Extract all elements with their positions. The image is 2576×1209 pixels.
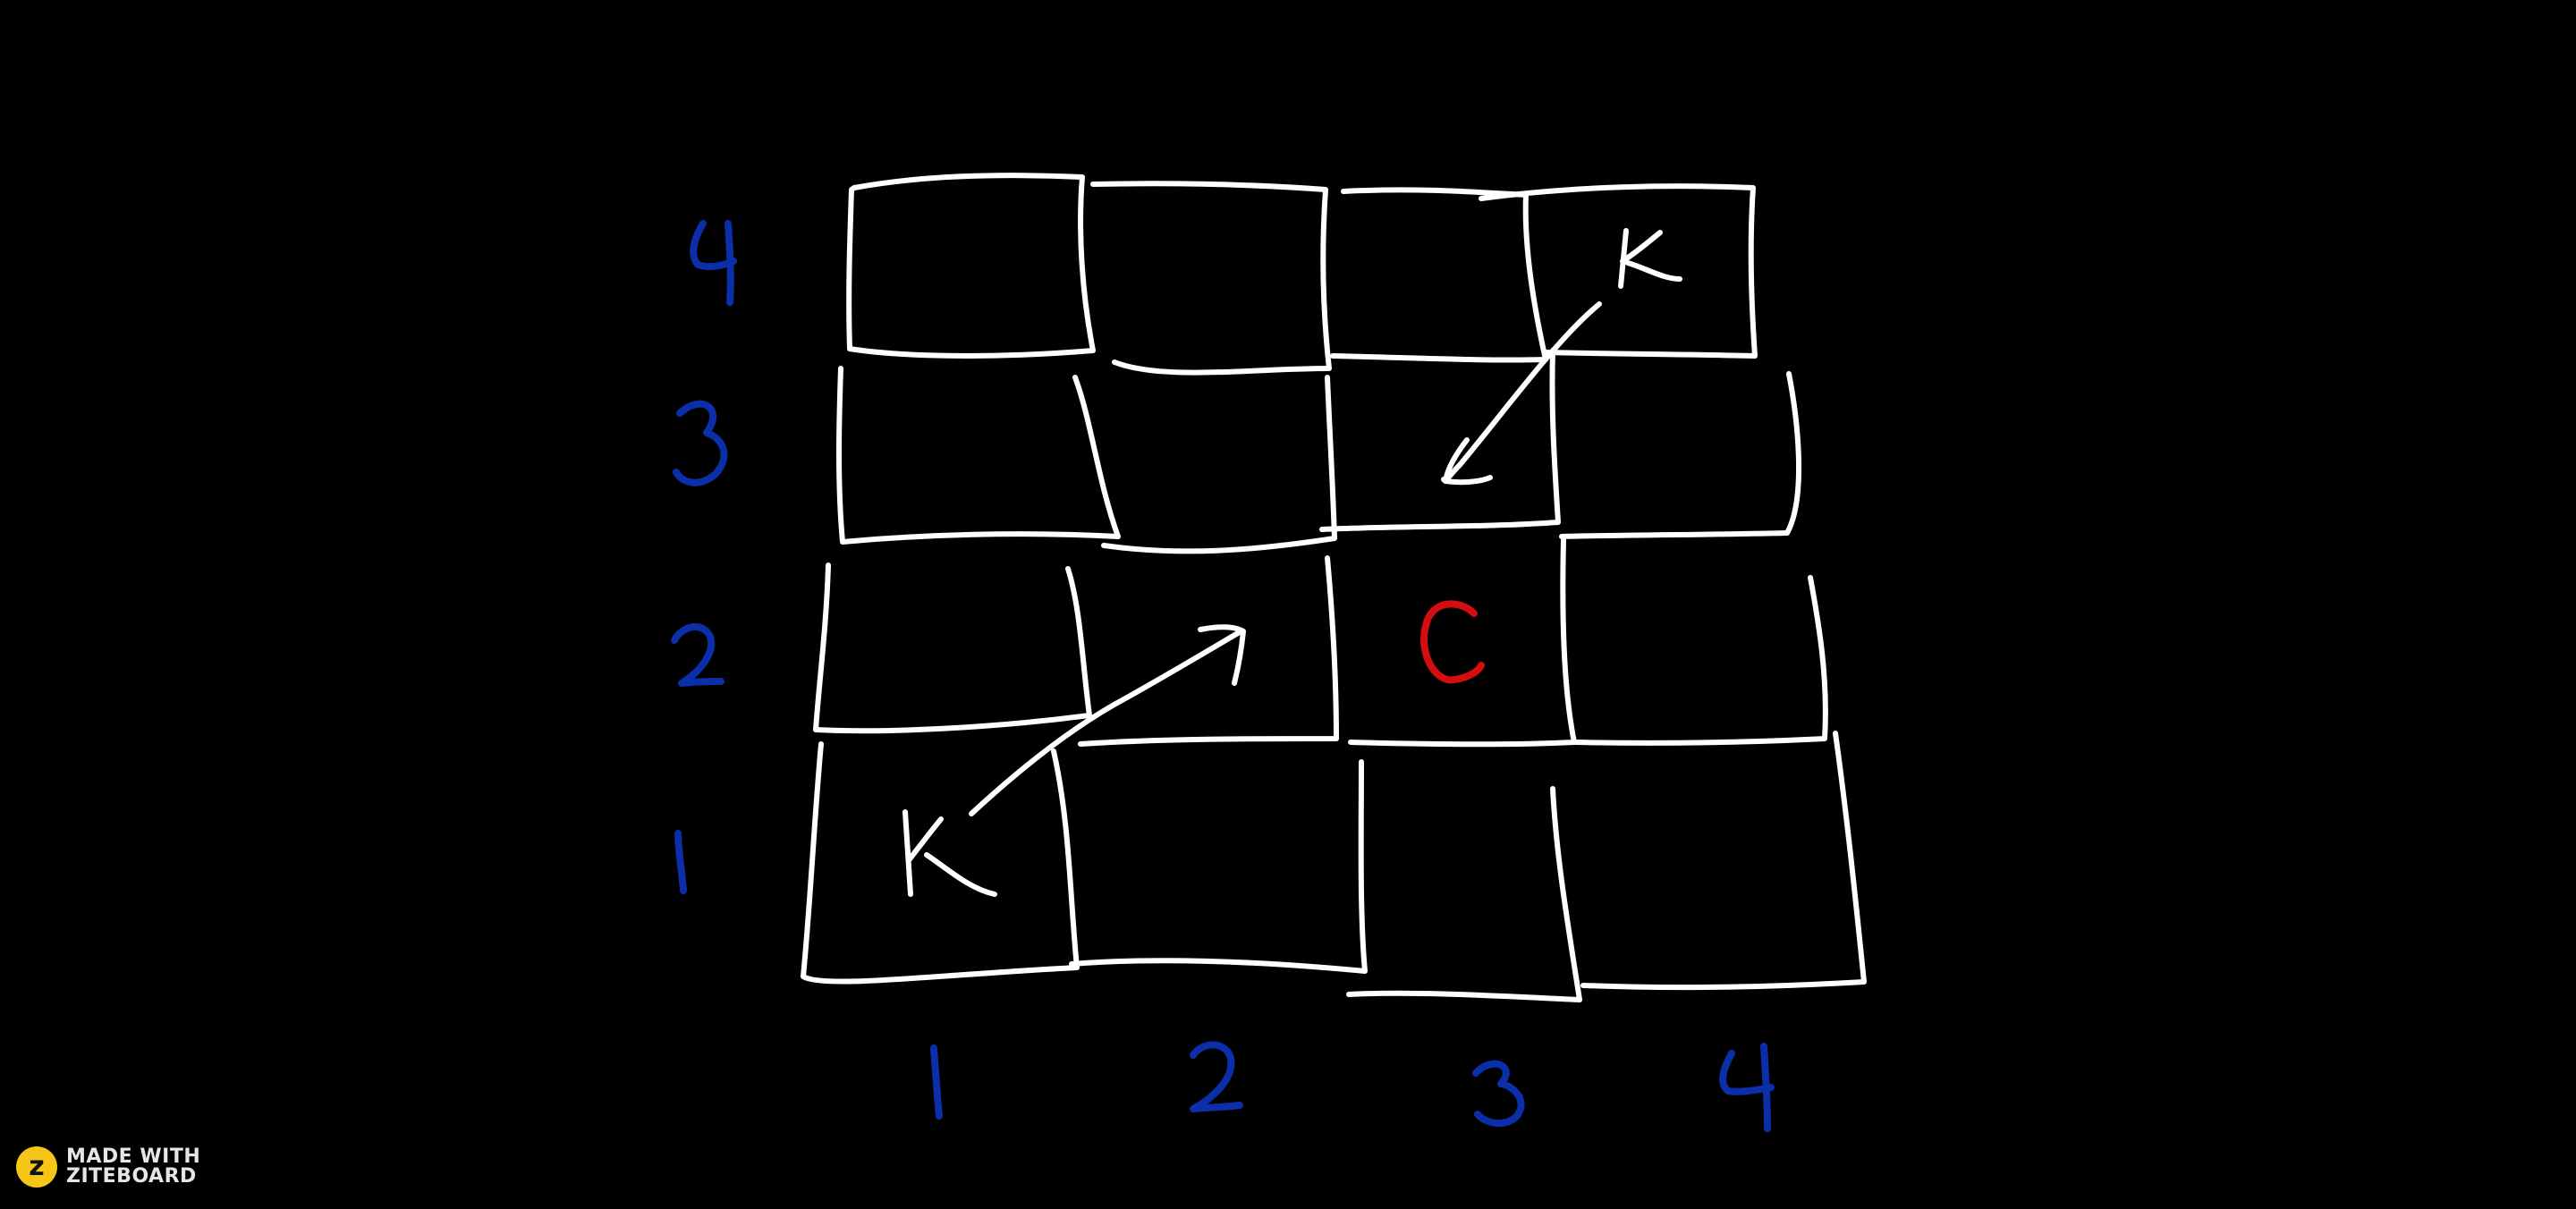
row-label-2 [671,623,724,687]
pieces [902,228,1682,897]
square-1-3 [836,366,1121,545]
ziteboard-logo: z [16,1146,57,1188]
arrow-head-2-2 [1198,624,1246,686]
king-piece-1-1 [902,809,997,897]
square-3-3 [1319,348,1561,532]
arrow-head-3-3 [1443,437,1493,486]
arrow-k-4-4-to-3-3 [1441,301,1602,483]
row-labels [671,220,737,894]
col-label-4 [1719,1043,1775,1132]
column-labels [930,1041,1775,1132]
row-label-4 [690,220,737,306]
square-4-1 [1580,731,1867,991]
arrow-k-1-1-to-2-2 [969,630,1241,816]
brand-line-1: MADE WITH [66,1146,201,1168]
arrows [969,301,1602,816]
row-label-1 [674,830,687,894]
brand-line-2: ZITEBOARD [66,1165,197,1188]
brand-text: MADE WITH ZITEBOARD [66,1147,200,1187]
c-piece-3-2 [1420,600,1485,684]
square-2-4 [1090,181,1332,376]
square-4-4 [1479,183,1758,359]
row-label-3 [673,400,728,486]
square-2-1 [1069,759,1368,974]
square-1-2 [813,562,1092,734]
square-2-3 [1101,375,1337,554]
square-2-2 [1078,555,1339,747]
square-3-4 [1330,187,1548,363]
square-1-4 [846,173,1096,359]
square-3-2 [1348,537,1577,748]
king-piece-4-4 [1618,228,1682,289]
col-label-2 [1190,1041,1243,1112]
square-4-2 [1572,575,1828,746]
grid [801,173,1867,1002]
square-1-1 [801,741,1080,985]
col-label-1 [930,1044,943,1120]
ziteboard-watermark: z MADE WITH ZITEBOARD [16,1146,200,1188]
col-label-3 [1472,1060,1525,1128]
square-4-3 [1559,371,1801,539]
square-3-1 [1346,786,1582,1002]
